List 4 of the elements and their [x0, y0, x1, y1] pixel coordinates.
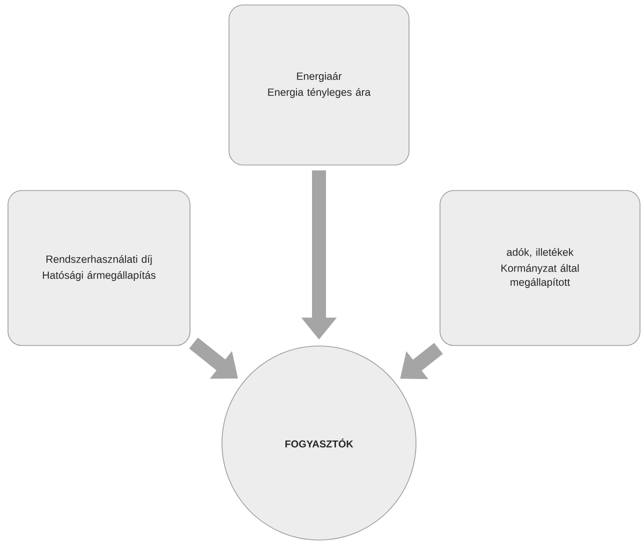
- circle-node: FOGYASZTÓK: [222, 346, 416, 540]
- rounded-box: Energiaár Energia tényleges ára: [228, 4, 410, 166]
- rounded-box: adók, illetékek Kormányzat által megállapított: [440, 190, 640, 346]
- rounded-box: Rendszerhasználati díj Hatósági ármegállapítás: [8, 190, 190, 346]
